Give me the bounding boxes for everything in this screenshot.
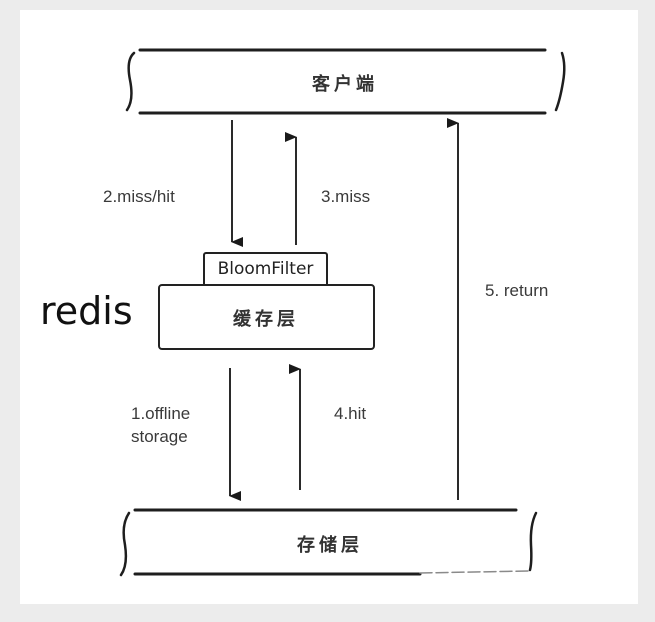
- client-layer-label: 客户端: [312, 74, 378, 95]
- bloom-filter-box: BloomFilter: [203, 252, 328, 284]
- step-1-label-line2: storage: [131, 427, 188, 446]
- cache-layer-label: 缓存层: [233, 309, 299, 330]
- redis-label: redis: [40, 289, 133, 333]
- right-brace-icon: [528, 511, 538, 572]
- right-brace-icon: [554, 51, 566, 112]
- diagram-card: [20, 10, 638, 604]
- step-5-label: 5. return: [485, 281, 549, 300]
- left-brace-icon: [125, 51, 136, 112]
- left-brace-icon: [119, 511, 131, 577]
- step-4-label: 4.hit: [334, 404, 367, 423]
- step-3-label: 3.miss: [321, 187, 371, 206]
- cache-layer-box: [158, 284, 375, 350]
- storage-layer-frame: [119, 508, 538, 577]
- storage-layer-label: 存储层: [297, 535, 363, 556]
- step-1-label-line1: 1.offline: [131, 404, 191, 423]
- step-2-label: 2.miss/hit: [103, 187, 175, 206]
- client-layer-frame: [125, 48, 566, 115]
